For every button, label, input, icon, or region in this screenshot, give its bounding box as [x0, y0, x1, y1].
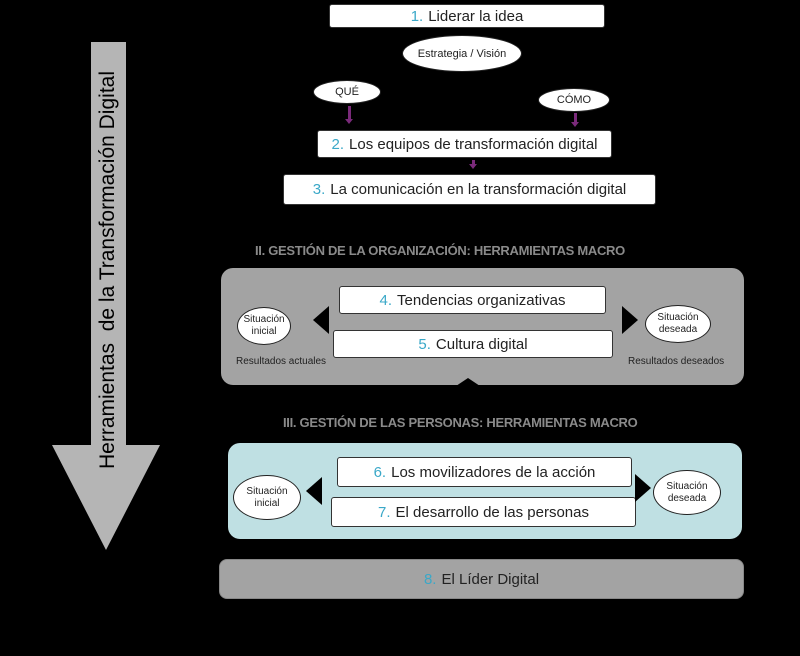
connector-notch	[456, 378, 480, 386]
step-8-box: 8.El Líder Digital	[219, 559, 744, 599]
down-arrow-head	[52, 445, 160, 550]
step-number: 2.	[331, 135, 345, 153]
strategy-ellipse: Estrategia / Visión	[402, 35, 522, 72]
step-number: 6.	[373, 463, 387, 481]
step-number: 1.	[410, 7, 424, 25]
section-3-heading: III. GESTIÓN DE LAS PERSONAS: HERRAMIENT…	[283, 415, 638, 430]
step-label: Tendencias organizativas	[397, 291, 566, 309]
step-number: 3.	[312, 181, 326, 198]
right-triangle	[635, 474, 651, 502]
step2-to-3-arrow	[469, 160, 477, 169]
initial-situation-ellipse: Situación inicial	[237, 307, 291, 345]
step-label: Los movilizadores de la acción	[391, 463, 596, 481]
step-2-box: 2.Los equipos de transformación digital	[317, 130, 612, 158]
step-7-box: 7.El desarrollo de las personas	[331, 497, 636, 527]
left-triangle	[306, 477, 322, 505]
que-arrow	[345, 106, 353, 124]
step-number: 5.	[418, 335, 431, 353]
step-6-box: 6.Los movilizadores de la acción	[337, 457, 632, 487]
side-arrow-label: Herramientas de la Transformación Digita…	[96, 71, 119, 469]
step-number: 4.	[379, 291, 393, 309]
que-ellipse: QUÉ	[313, 80, 381, 104]
section-2-heading: II. GESTIÓN DE LA ORGANIZACIÓN: HERRAMIE…	[255, 243, 625, 258]
step-1-box: 1.Liderar la idea	[329, 4, 605, 28]
step-label: El Líder Digital	[441, 570, 540, 588]
step-5-box: 5.Cultura digital	[333, 330, 613, 358]
down-arrow-shaft	[91, 42, 126, 447]
current-results-label: Resultados actuales	[236, 356, 327, 367]
desired-situation-ellipse: Situación deseada	[653, 470, 721, 515]
step-number: 7.	[378, 503, 391, 521]
como-arrow	[571, 113, 579, 127]
desired-situation-ellipse: Situación deseada	[645, 305, 711, 343]
step-3-box: 3.La comunicación en la transformación d…	[283, 174, 656, 205]
left-triangle	[313, 306, 329, 334]
initial-situation-ellipse: Situación inicial	[233, 475, 301, 520]
step-label: El desarrollo de las personas	[395, 503, 589, 521]
step-label: Los equipos de transformación digital	[349, 135, 598, 153]
como-ellipse: CÓMO	[538, 88, 610, 112]
step-number: 8.	[423, 570, 437, 588]
step-label: La comunicación en la transformación dig…	[330, 181, 627, 198]
right-triangle	[622, 306, 638, 334]
step-label: Liderar la idea	[428, 7, 524, 25]
desired-results-label: Resultados deseados	[628, 356, 725, 367]
step-4-box: 4.Tendencias organizativas	[339, 286, 606, 314]
step-label: Cultura digital	[435, 335, 528, 353]
